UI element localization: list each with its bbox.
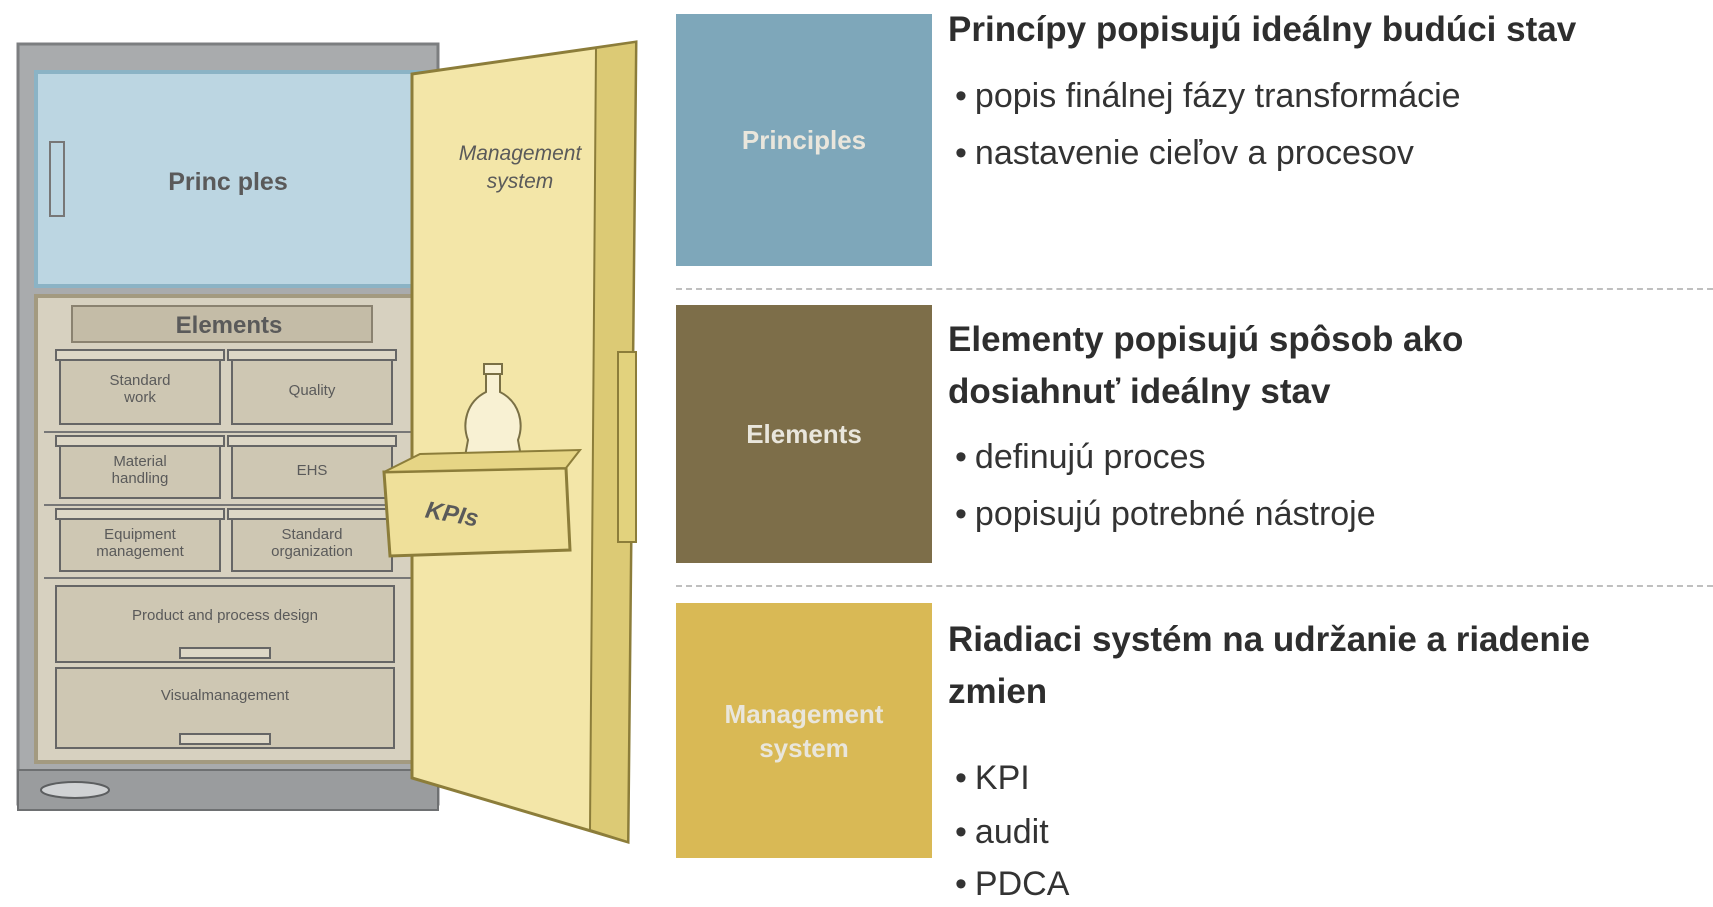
section-divider <box>676 585 1713 587</box>
principles-compartment <box>34 70 434 288</box>
elements-bullet: definujú proces <box>955 437 1206 477</box>
container-lid <box>55 349 225 361</box>
drawer-label: Visualmanagement <box>161 687 290 704</box>
drawer-handle <box>179 733 271 745</box>
container-box <box>231 441 393 499</box>
principles-tile-label: Principles <box>741 125 867 155</box>
container-lid <box>55 435 225 447</box>
door-hinge <box>617 351 637 543</box>
management-heading-line: zmien <box>948 672 1048 711</box>
management-heading-line: Riadiaci systém na udržanie a riadenie <box>948 620 1590 659</box>
elements-header-bar <box>71 305 373 343</box>
elements-tile: Elements <box>676 305 932 563</box>
container-lid <box>227 508 397 520</box>
container-lid <box>55 508 225 520</box>
principles-tile: Principles <box>676 14 932 266</box>
container-box <box>231 514 393 572</box>
section-divider <box>676 288 1713 290</box>
kpi-bin-top <box>383 448 583 473</box>
container-label: Material <box>113 453 166 470</box>
container-label: Equipment <box>104 526 177 543</box>
principles-bullet: nastavenie cieľov a procesov <box>955 133 1414 173</box>
elements-heading-line: Elementy popisujú spôsob ako <box>948 320 1464 359</box>
container-label: Quality <box>289 382 336 399</box>
management-tile-label: Management <box>724 698 884 729</box>
door-label: system <box>487 170 554 193</box>
management-tile-label: system <box>759 732 849 763</box>
freezer-handle <box>49 141 65 217</box>
container-lid <box>227 349 397 361</box>
container-label: management <box>96 543 184 560</box>
container-box <box>59 355 221 425</box>
door-label: Management <box>459 142 583 165</box>
container-label: work <box>123 389 156 406</box>
container-box <box>59 441 221 499</box>
container-label: handling <box>112 470 169 487</box>
container-label: Standard <box>282 526 343 543</box>
elements-tile-label: Elements <box>746 419 862 449</box>
principles-illustration-label: Princ ples <box>168 168 288 196</box>
fridge-door-edge <box>588 40 638 844</box>
bottle-cap <box>483 363 503 375</box>
management-tile: Management system <box>676 603 932 858</box>
container-box <box>231 355 393 425</box>
principles-bullet: popis finálnej fázy transformácie <box>955 76 1461 116</box>
fridge-logo-badge <box>40 781 110 799</box>
container-label: EHS <box>297 462 328 479</box>
container-label: organization <box>271 543 353 560</box>
principles-heading: Princípy popisujú ideálny budúci stav <box>948 4 1576 56</box>
management-bullet: audit <box>955 812 1049 852</box>
container-label: Standard <box>110 372 171 389</box>
drawer-label: Product and process design <box>132 607 318 624</box>
principles-heading-line: Princípy popisujú ideálny budúci stav <box>948 10 1577 49</box>
elements-heading-line: dosiahnuť ideálny stav <box>948 372 1331 411</box>
management-bullet: KPI <box>955 758 1030 798</box>
elements-heading: Elementy popisujú spôsob ako dosiahnuť i… <box>948 314 1463 418</box>
elements-bullet: popisujú potrebné nástroje <box>955 494 1376 534</box>
management-bullet: PDCA <box>955 864 1069 904</box>
elements-illustration-label: Elements <box>176 312 283 339</box>
management-heading: Riadiaci systém na udržanie a riadenie z… <box>948 614 1590 718</box>
drawer-handle <box>179 647 271 659</box>
container-lid <box>227 435 397 447</box>
fridge-illustration: Princ ples Elements Standard work Qualit… <box>16 40 638 845</box>
